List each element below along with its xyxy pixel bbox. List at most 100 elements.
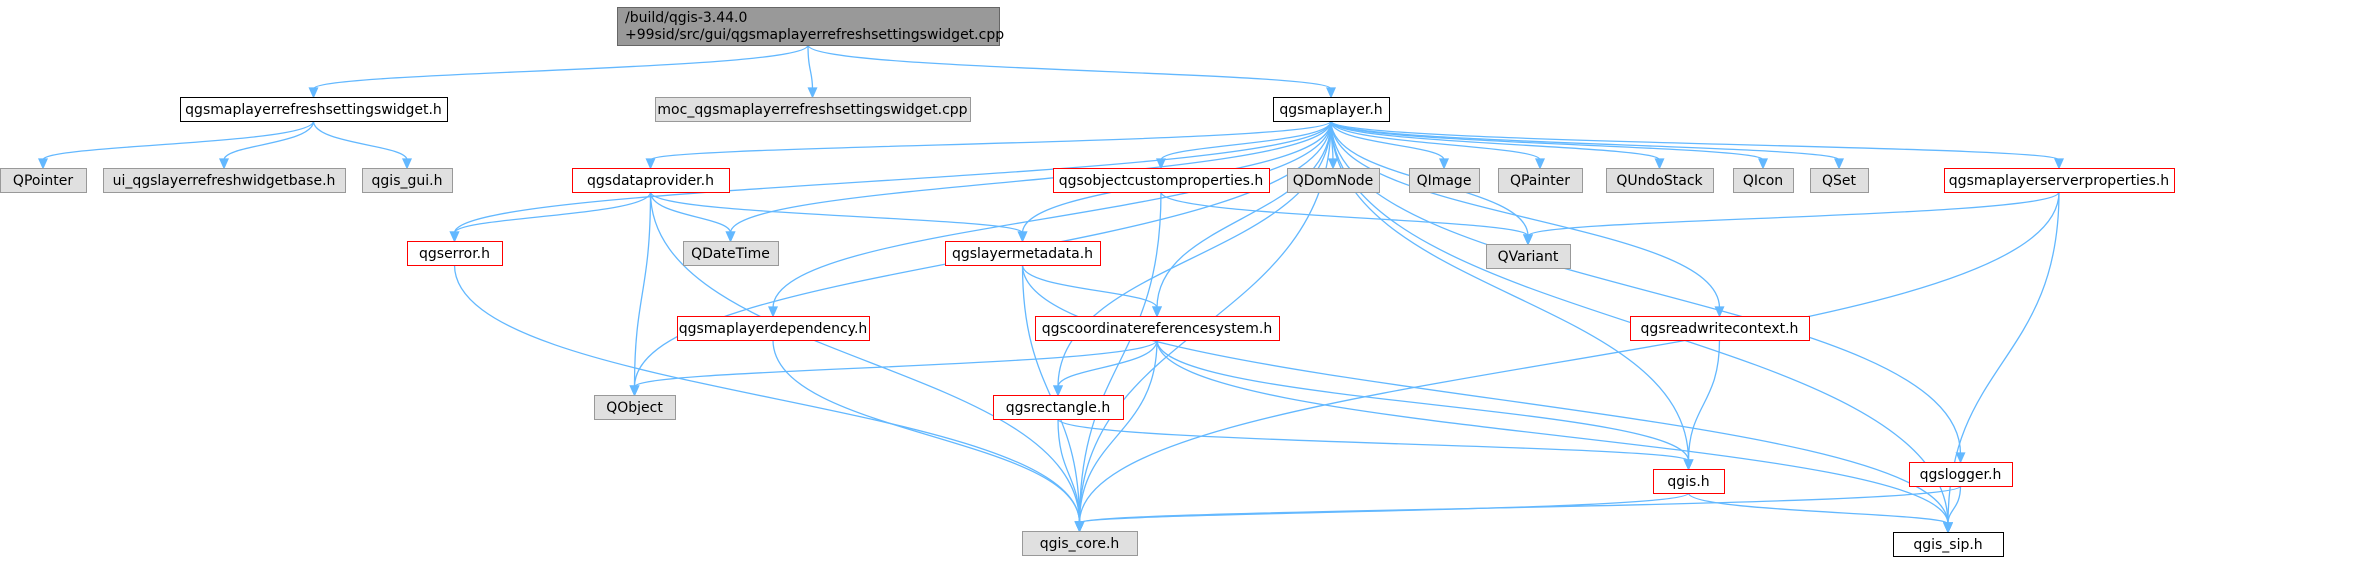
node-root[interactable]: /build/qgis-3.44.0+99sid/src/gui/qgsmapl… bbox=[617, 7, 1005, 46]
node-qvariant[interactable]: QVariant bbox=[1486, 244, 1571, 269]
node-qset[interactable]: QSet bbox=[1810, 168, 1869, 193]
node-label: qgis_sip.h bbox=[1913, 537, 1982, 553]
edge-maplayer-h-to-crs bbox=[1156, 120, 1332, 309]
edge-root-to-maplayer-h bbox=[807, 44, 1332, 90]
node-box bbox=[1486, 244, 1571, 269]
edge-widget-h-to-qgis-gui bbox=[312, 120, 408, 161]
node-box bbox=[0, 168, 87, 193]
node-qdatetime[interactable]: QDateTime bbox=[683, 241, 779, 266]
node-label: +99sid/src/gui/qgsmaplayerrefreshsetting… bbox=[625, 27, 1004, 43]
node-box bbox=[180, 97, 448, 122]
edge-layermeta-to-crs bbox=[1021, 264, 1158, 309]
node-box bbox=[1606, 168, 1714, 193]
node-label: QVariant bbox=[1498, 249, 1559, 265]
node-box bbox=[1810, 168, 1869, 193]
node-box bbox=[1053, 168, 1270, 193]
node-qdomnode[interactable]: QDomNode bbox=[1287, 168, 1380, 193]
node-box bbox=[1498, 168, 1583, 193]
node-dependency[interactable]: qgsmaplayerdependency.h bbox=[677, 316, 870, 341]
edge-arrowhead bbox=[629, 385, 640, 397]
node-qgis-sip[interactable]: qgis_sip.h bbox=[1893, 532, 2004, 557]
edge-rectangle-to-qgis-h bbox=[1057, 418, 1690, 462]
node-qgis-gui[interactable]: qgis_gui.h bbox=[362, 168, 453, 193]
node-moc[interactable]: moc_qgsmaplayerrefreshsettingswidget.cpp bbox=[655, 97, 971, 122]
edge-root-to-moc bbox=[807, 44, 814, 90]
edge-arrowhead bbox=[767, 306, 779, 318]
node-label: QObject bbox=[606, 400, 663, 416]
edge-maplayer-h-to-qset bbox=[1330, 120, 1840, 161]
node-label: QUndoStack bbox=[1616, 173, 1703, 189]
edge-arrowhead bbox=[1683, 459, 1694, 471]
edge-serverprops-to-qvariant bbox=[1527, 191, 2060, 237]
node-logger[interactable]: qgslogger.h bbox=[1909, 462, 2013, 487]
node-widget-h[interactable]: qgsmaplayerrefreshsettingswidget.h bbox=[180, 97, 448, 122]
edge-arrowhead bbox=[1325, 87, 1337, 99]
edge-arrowhead bbox=[1942, 522, 1954, 534]
node-dataprovider[interactable]: qgsdataprovider.h bbox=[572, 168, 730, 193]
node-label: qgis.h bbox=[1667, 474, 1709, 490]
edge-maplayer-h-to-dependency bbox=[772, 120, 1332, 309]
node-label: QIcon bbox=[1743, 173, 1783, 189]
edge-crs-to-qgis-core bbox=[1078, 339, 1158, 524]
node-label: qgsrectangle.h bbox=[1006, 400, 1110, 416]
edge-arrowhead bbox=[645, 158, 656, 170]
node-objcustom[interactable]: qgsobjectcustomproperties.h bbox=[1053, 168, 1270, 193]
edge-qgserror-to-qgis-core bbox=[453, 264, 1081, 524]
edge-widget-h-to-qpointer bbox=[42, 120, 315, 161]
node-qobject[interactable]: QObject bbox=[594, 395, 676, 420]
edge-dataprovider-to-qgserror bbox=[453, 191, 652, 234]
node-label: qgserror.h bbox=[419, 246, 490, 262]
node-qpainter[interactable]: QPainter bbox=[1498, 168, 1583, 193]
edge-arrowhead bbox=[1833, 158, 1845, 170]
edge-dataprovider-to-qdatetime bbox=[649, 191, 732, 234]
node-qgis-h[interactable]: qgis.h bbox=[1653, 469, 1725, 494]
node-box bbox=[683, 241, 779, 266]
edge-arrowhead bbox=[1955, 452, 1966, 464]
node-qgis-core[interactable]: qgis_core.h bbox=[1022, 531, 1138, 556]
node-label: QDateTime bbox=[691, 246, 770, 262]
node-qundostack[interactable]: QUndoStack bbox=[1606, 168, 1714, 193]
node-label: qgslogger.h bbox=[1920, 467, 2002, 483]
node-box bbox=[1409, 168, 1480, 193]
node-qimage[interactable]: QImage bbox=[1409, 168, 1480, 193]
edge-objcustom-to-qvariant bbox=[1160, 191, 1529, 237]
edge-arrowhead bbox=[401, 158, 413, 170]
edge-arrowhead bbox=[449, 231, 460, 243]
node-crs[interactable]: qgscoordinatereferencesystem.h bbox=[1035, 316, 1280, 341]
edge-maplayer-h-to-qundostack bbox=[1330, 120, 1661, 161]
node-rectangle[interactable]: qgsrectangle.h bbox=[993, 395, 1124, 420]
node-readwrite[interactable]: qgsreadwritecontext.h bbox=[1630, 316, 1810, 341]
edge-arrowhead bbox=[218, 158, 230, 170]
edge-arrowhead bbox=[1155, 158, 1167, 170]
edge-arrowhead bbox=[2053, 158, 2065, 170]
node-qgserror[interactable]: qgserror.h bbox=[407, 241, 503, 266]
node-label: QImage bbox=[1417, 173, 1472, 189]
edge-rectangle-to-qgis-core bbox=[1057, 418, 1081, 524]
node-box bbox=[1893, 532, 2004, 557]
edge-maplayer-h-to-qdatetime bbox=[729, 120, 1332, 234]
edge-qgis-h-to-qgis-sip bbox=[1687, 492, 1949, 525]
node-box bbox=[594, 395, 676, 420]
edge-arrowhead bbox=[1052, 385, 1064, 397]
edge-crs-to-rectangle bbox=[1057, 339, 1158, 388]
edge-objcustom-to-qgis-core bbox=[1078, 191, 1162, 524]
node-qpointer[interactable]: QPointer bbox=[0, 168, 87, 193]
node-serverprops[interactable]: qgsmaplayerserverproperties.h bbox=[1944, 168, 2175, 193]
edge-maplayer-h-to-qicon bbox=[1330, 120, 1764, 161]
edge-crs-to-qgis-sip bbox=[1156, 339, 1949, 525]
node-box bbox=[945, 241, 1101, 266]
node-ui-base[interactable]: ui_qgslayerrefreshwidgetbase.h bbox=[103, 168, 346, 193]
edge-dataprovider-to-layermeta bbox=[649, 191, 1024, 234]
node-maplayer-h[interactable]: qgsmaplayer.h bbox=[1273, 97, 1390, 122]
node-qicon[interactable]: QIcon bbox=[1733, 168, 1794, 193]
node-layermeta[interactable]: qgslayermetadata.h bbox=[945, 241, 1101, 266]
edge-arrowhead bbox=[1522, 234, 1534, 246]
node-box bbox=[1287, 168, 1380, 193]
node-box bbox=[407, 241, 503, 266]
node-label: qgsobjectcustomproperties.h bbox=[1059, 173, 1264, 189]
node-box bbox=[1653, 469, 1725, 494]
node-box bbox=[1630, 316, 1810, 341]
node-box bbox=[1022, 531, 1138, 556]
node-label: QSet bbox=[1822, 173, 1857, 189]
